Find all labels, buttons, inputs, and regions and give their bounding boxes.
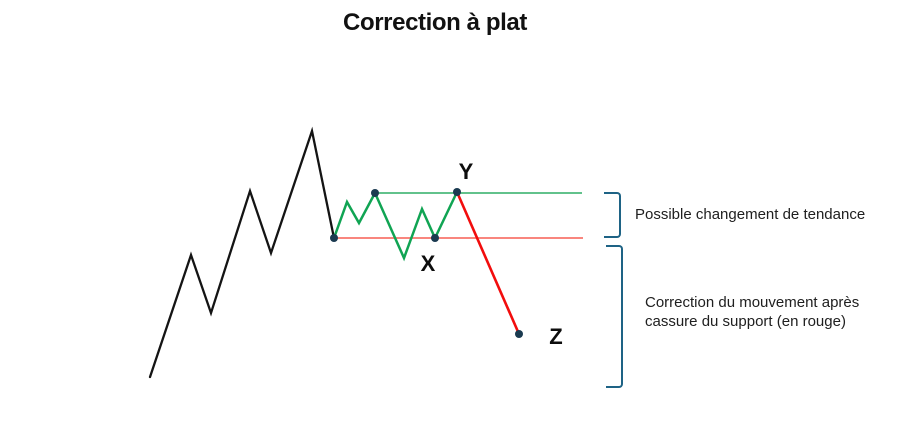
point-label-x: X xyxy=(420,251,436,276)
bracket-correction xyxy=(606,245,623,388)
data-point-dot xyxy=(431,234,439,242)
data-point-dot xyxy=(515,330,523,338)
page-title: Correction à plat xyxy=(343,9,527,36)
point-label-z: Z xyxy=(549,324,563,349)
data-point-dot xyxy=(453,188,461,196)
data-point-dot xyxy=(371,189,379,197)
breakdown-line xyxy=(455,190,521,336)
data-point-dot xyxy=(330,234,338,242)
impulse-trend-line xyxy=(148,126,336,379)
corrective-wave-line xyxy=(332,190,459,262)
data-point-dots xyxy=(330,188,523,338)
bracket-trend-change xyxy=(604,192,621,238)
point-label-y: Y xyxy=(458,159,474,184)
annotation-trend-change: Possible changement de tendance xyxy=(635,206,866,223)
annotation-correction: Correction du mouvement après cassure du… xyxy=(645,293,859,331)
annotation-correction-line1: Correction du mouvement après xyxy=(645,294,860,311)
annotation-correction-line2: cassure du support (en rouge) xyxy=(645,313,846,330)
